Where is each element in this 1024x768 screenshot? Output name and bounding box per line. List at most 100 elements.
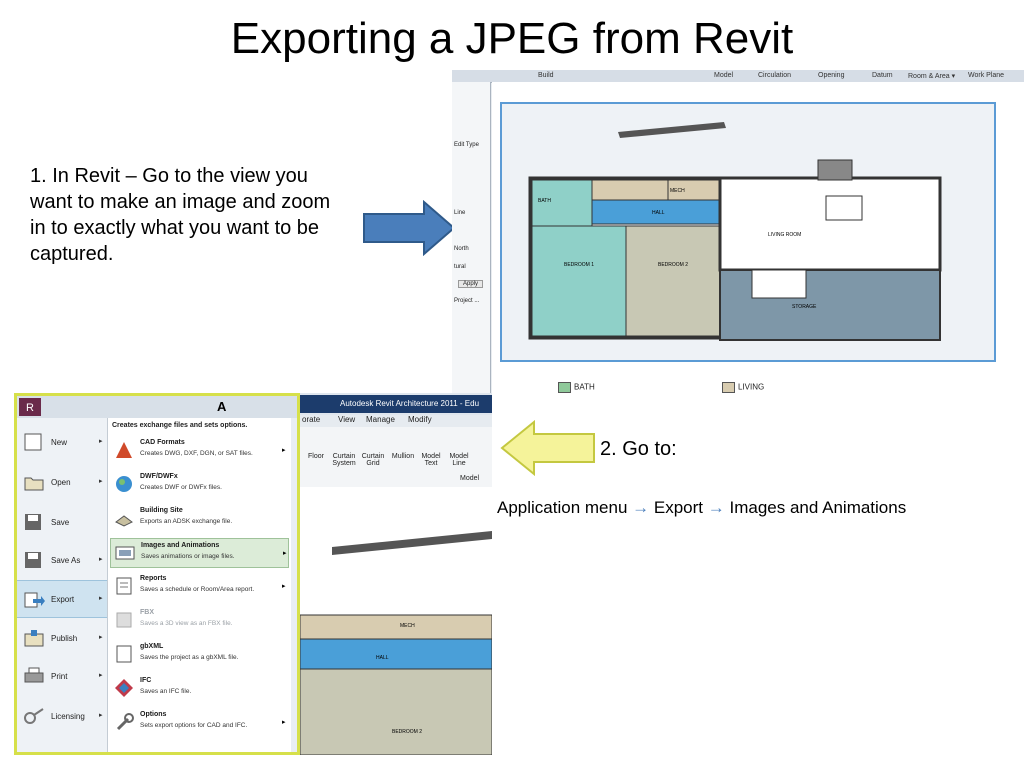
fbx-icon [116,612,132,628]
menu-item-print[interactable]: Print ▸ [17,658,107,694]
menu-command-list: New ▸ Open ▸ Save Save As ▸ Export ▸ Pub… [17,418,108,752]
submenu-item-title: Options [140,711,167,718]
curtain-grid-tool[interactable]: Curtain Grid [361,453,385,467]
submenu-header: Creates exchange files and sets options. [112,422,248,429]
tab-view[interactable]: View [338,415,356,424]
tab-modify[interactable]: Modify [408,415,432,424]
submenu-item-title: Building Site [140,507,183,514]
menu-item-label: New [51,438,68,447]
menu-item-publish[interactable]: Publish ▸ [17,620,107,656]
export-reports[interactable]: Reports Saves a schedule or Room/Area re… [110,572,289,602]
properties-panel: Edit Type Line North tural Apply Project… [452,82,491,394]
legend-bath: BATH [558,382,595,393]
open-folder-icon [24,477,44,491]
new-file-icon [24,433,42,451]
project-browser-header: Project ... [454,298,480,304]
menu-item-label: Publish [51,634,78,643]
quick-access-toolbar: R A [17,396,297,418]
export-building-site[interactable]: Building Site Exports an ADSK exchange f… [110,504,289,534]
menu-item-label: Save [51,518,70,527]
path-images-animations: Images and Animations [729,498,907,517]
printer-icon [24,667,44,683]
ribbon-toolbar: Floor Curtain System Curtain Grid Mullio… [300,427,492,488]
ribbon-datum[interactable]: Datum [872,72,893,79]
menu-item-save[interactable]: Save [17,504,107,540]
export-cad-formats[interactable]: CAD Formats Creates DWG, DXF, DGN, or SA… [110,436,289,466]
chevron-right-icon: ▸ [99,595,103,602]
room-label-living: LIVING ROOM [768,232,801,238]
legend-label: LIVING [738,382,765,392]
submenu-item-desc: Saves animations or image files. [141,553,235,560]
submenu-item-desc: Creates DWG, DXF, DGN, or SAT files. [140,450,253,457]
menu-item-open[interactable]: Open ▸ [17,464,107,500]
room-label-bedroom2: BEDROOM 2 [392,729,422,735]
export-icon [24,592,45,608]
submenu-item-title: Reports [140,575,167,582]
ribbon-build[interactable]: Build [538,72,554,79]
room-label-mech: MECH [670,188,685,194]
mullion-tool[interactable]: Mullion [391,453,415,460]
tab-manage[interactable]: Manage [366,415,395,424]
film-strip-icon [115,546,135,560]
menu-item-save-as[interactable]: Save As ▸ [17,542,107,578]
submenu-item-title: gbXML [140,643,164,650]
menu-item-label: Export [51,595,75,604]
menu-item-licensing[interactable]: Licensing ▸ [17,698,107,734]
ribbon-work-plane[interactable]: Work Plane [968,72,1005,79]
path-application-menu: Application menu [497,498,628,517]
revit-logo-icon[interactable]: R [19,398,41,416]
menu-item-export[interactable]: Export ▸ [17,580,107,618]
menu-item-new[interactable]: New ▸ [17,424,107,460]
ribbon-model[interactable]: Model [714,72,734,79]
submenu-item-title: IFC [140,677,152,684]
drawing-area[interactable]: MECH HALL BEDROOM 2 [299,487,492,755]
export-dwf[interactable]: DWF/DWFx Creates DWF or DWFx files. [110,470,289,500]
yellow-arrow-icon [500,420,595,476]
globe-icon [116,476,132,492]
edit-type-button[interactable]: Edit Type [454,142,479,148]
room-label-bath: BATH [538,198,551,204]
submenu-item-title: CAD Formats [140,439,185,446]
submenu-item-desc: Saves the project as a gbXML file. [140,654,239,661]
revit-floorplan-screenshot: Build Model Circulation Opening Datum Ro… [452,70,1024,394]
export-images-animations[interactable]: Images and Animations Saves animations o… [110,538,289,568]
chevron-right-icon: ▸ [99,672,103,679]
model-line-tool[interactable]: Model Line [449,453,469,467]
export-gbxml[interactable]: gbXML Saves the project as a gbXML file. [110,640,289,670]
submenu-item-desc: Sets export options for CAD and IFC. [140,722,248,729]
slide-title: Exporting a JPEG from Revit [230,14,794,63]
chevron-right-icon: ▸ [99,634,103,641]
ifc-icon [115,679,133,697]
text-tool-icon[interactable]: A [217,399,227,414]
room-label-bedroom2: BEDROOM 2 [658,262,688,268]
submenu-item-title: Images and Animations [141,542,220,549]
submenu-item-desc: Saves a schedule or Room/Area report. [140,586,255,593]
room-label-storage: STORAGE [792,304,817,310]
curtain-system-tool[interactable]: Curtain System [332,453,356,467]
svg-text:R: R [26,402,34,414]
submenu-item-desc: Saves a 3D view as an FBX file. [140,620,233,627]
step-1-text: 1. In Revit – Go to the view you want to… [30,165,331,265]
ribbon-circulation[interactable]: Circulation [758,72,792,79]
chevron-right-icon: ▸ [99,438,103,445]
export-options[interactable]: Options Sets export options for CAD and … [110,708,289,738]
export-fbx[interactable]: FBX Saves a 3D view as an FBX file. [110,606,289,636]
chevron-right-icon: ▸ [282,583,286,590]
model-text-tool[interactable]: Model Text [421,453,441,467]
step-2-text: 2. Go to: [600,438,677,460]
floor-tool[interactable]: Floor [308,453,324,460]
submenu-item-desc: Saves an IFC file. [140,688,192,695]
ribbon-opening[interactable]: Opening [818,72,845,79]
submenu-item-title: DWF/DWFx [140,473,178,480]
tab-collaborate[interactable]: orate [302,415,321,424]
chevron-right-icon: ▸ [99,556,103,563]
apply-button[interactable]: Apply [458,280,484,288]
path-arrow-icon: → [632,498,650,517]
export-ifc[interactable]: IFC Saves an IFC file. [110,674,289,704]
floor-plan-drawing: MECH HALL BEDROOM 2 [299,531,492,755]
properties-row: tural [454,264,466,270]
legend-label: BATH [574,382,595,392]
ribbon-room-area[interactable]: Room & Area ▾ [908,73,956,80]
menu-item-label: Licensing [51,712,85,721]
floor-plan-drawing: BATH MECH HALL LIVING ROOM BEDROOM 1 BED… [528,122,942,341]
